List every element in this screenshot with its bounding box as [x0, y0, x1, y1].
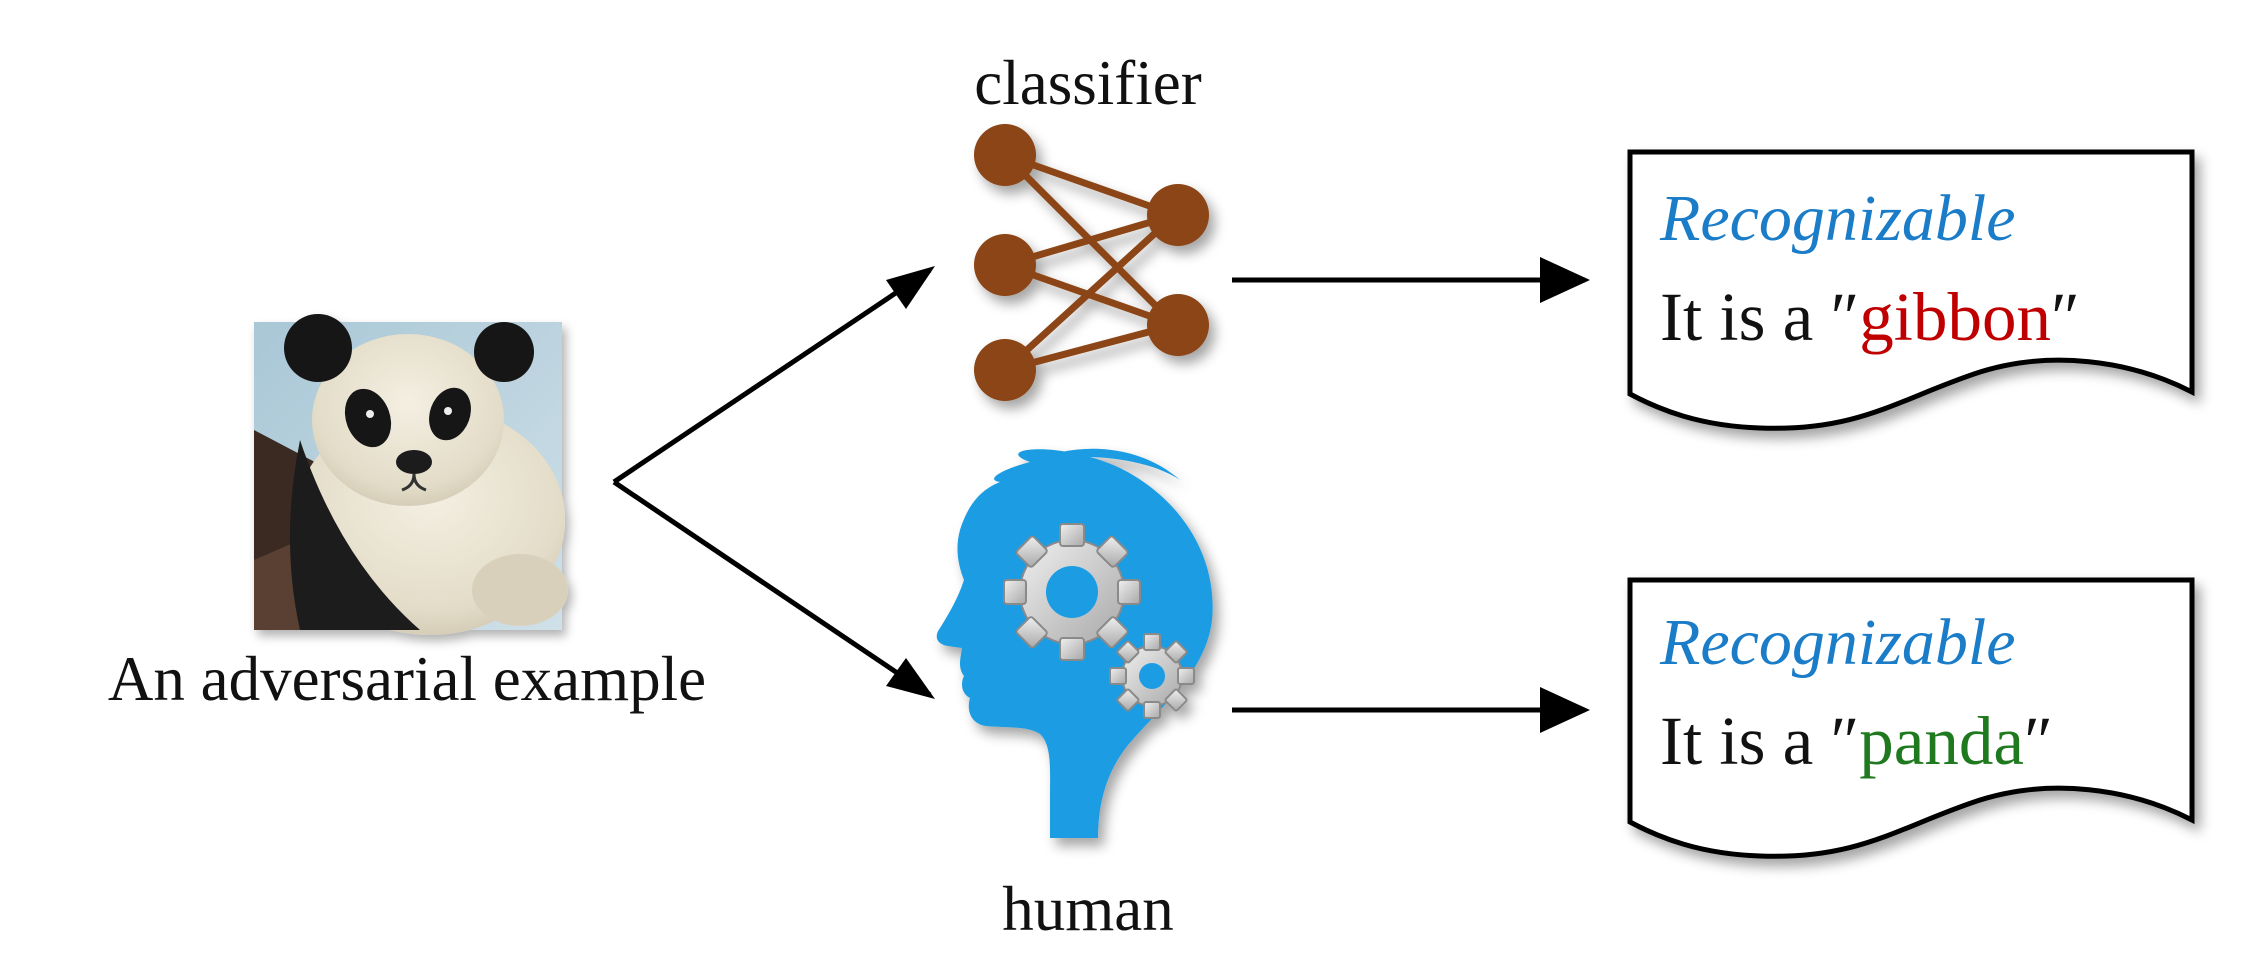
output-2-sentence: It is a ″panda″	[1660, 703, 2053, 779]
classifier-label: classifier	[974, 48, 1201, 118]
output-2-keyword: Recognizable	[1659, 606, 2016, 679]
output-document-human: Recognizable It is a ″panda″	[1627, 577, 2195, 859]
neural-network-icon	[974, 124, 1209, 401]
output-1-close-quote: ″	[2051, 279, 2080, 355]
output-1-sentence: It is a ″gibbon″	[1660, 279, 2080, 355]
output-1-keyword: Recognizable	[1659, 182, 2016, 255]
output-2-close-quote: ″	[2024, 703, 2053, 779]
output-1-answer: gibbon	[1859, 279, 2051, 355]
output-2-open-quote: ″	[1831, 703, 1860, 779]
panda-image	[254, 314, 568, 635]
arrow-to-classifier	[612, 267, 932, 485]
output-2-answer: panda	[1859, 703, 2024, 779]
input-caption: An adversarial example	[108, 644, 706, 714]
human-label: human	[1002, 874, 1173, 944]
arrow-to-human	[612, 479, 932, 698]
head-with-gears-icon	[936, 448, 1213, 838]
output-1-open-quote: ″	[1831, 279, 1860, 355]
output-2-prefix: It is a	[1660, 703, 1831, 779]
output-1-prefix: It is a	[1660, 279, 1831, 355]
output-document-classifier: Recognizable It is a ″gibbon″	[1627, 149, 2195, 431]
arrowheads	[886, 257, 1590, 733]
arrows	[612, 267, 1586, 714]
